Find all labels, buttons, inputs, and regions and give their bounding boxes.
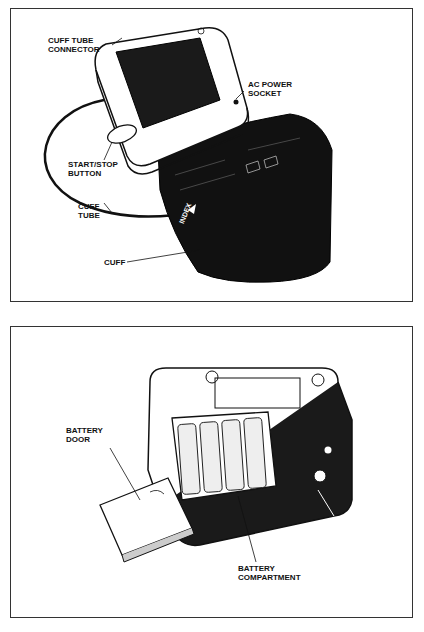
monitor-edge <box>318 490 334 516</box>
part-label: CUFF TUBE <box>78 202 108 220</box>
monitor-body <box>95 28 247 166</box>
part-label: START/STOP BUTTON <box>68 160 126 178</box>
label-area <box>215 378 300 408</box>
part-label: CUFF <box>104 258 134 267</box>
leader-line <box>112 38 122 45</box>
monitor-screen <box>116 38 220 128</box>
batteries <box>178 417 267 494</box>
battery-door <box>100 478 192 555</box>
ac-power-socket <box>234 100 239 105</box>
start-stop-button <box>105 121 139 146</box>
leader-line <box>104 203 112 213</box>
leader-line <box>110 448 140 500</box>
panel-frame <box>11 9 413 302</box>
leader-line <box>236 91 244 99</box>
part-label: AC POWER SOCKET <box>248 80 298 98</box>
leader-line <box>238 496 256 562</box>
part-label: BATTERY DOOR <box>66 426 112 444</box>
cuff-marking <box>246 156 278 173</box>
foot <box>314 470 326 482</box>
battery-door-edge <box>122 528 194 562</box>
battery-compartment <box>172 412 276 500</box>
leader-line <box>127 250 200 262</box>
panel-frame <box>11 327 413 618</box>
logo <box>198 28 204 34</box>
part-label: CUFF TUBE CONNECTOR <box>48 36 110 54</box>
part-label: INDEX <box>178 185 200 225</box>
foot <box>312 374 324 386</box>
foot <box>206 371 218 383</box>
part-label: BATTERY COMPARTMENT <box>238 564 304 582</box>
ac-power-socket <box>325 447 332 454</box>
door-latch <box>150 490 164 494</box>
leader-line <box>104 142 112 160</box>
